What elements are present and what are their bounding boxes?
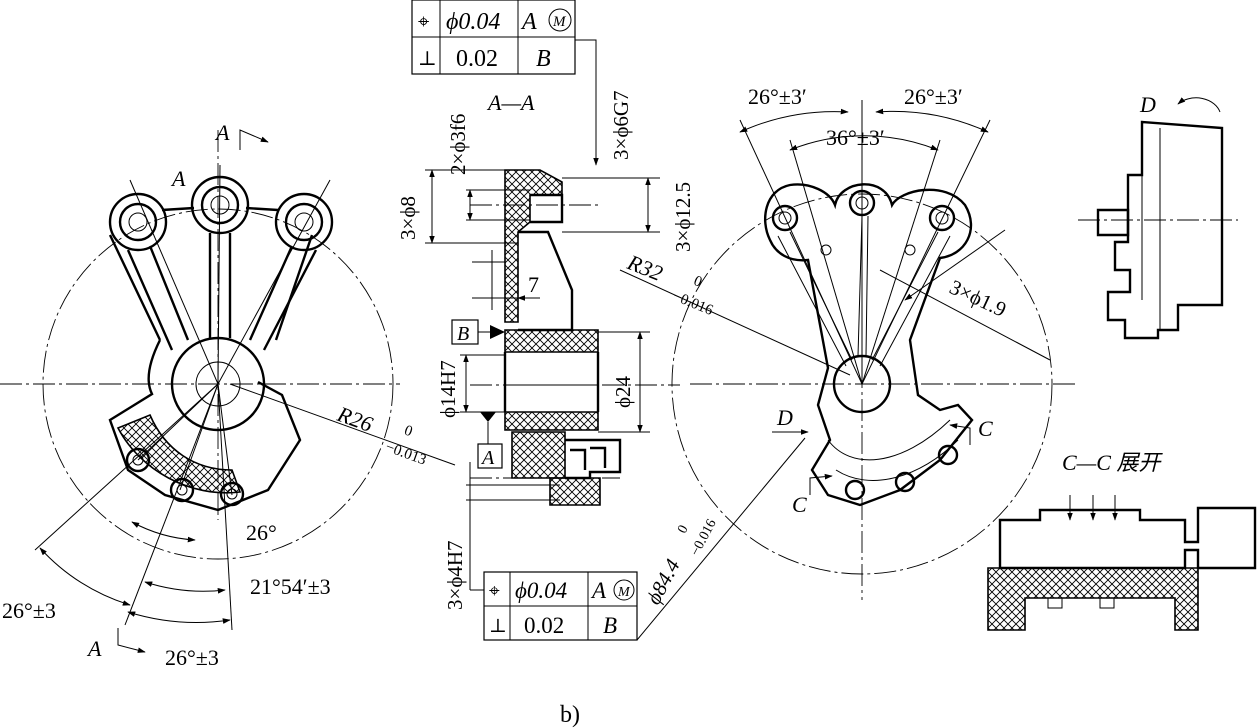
fcf-top-perp-datum: B (536, 46, 551, 72)
section-mark-top: A (214, 120, 230, 145)
fcf-bottom-perp-datum: B (603, 613, 617, 638)
radius-tol-lower: −0.013 (383, 439, 428, 468)
section-mark-c-left: C (792, 492, 807, 517)
fcf-top-position-symbol: ⌖ (418, 11, 429, 33)
fcf-bottom-modifier: M (617, 585, 631, 600)
dim-2x-phi3f6: 2×ϕ3f6 (446, 114, 470, 175)
dim-3x-phi12-5: 3×ϕ12.5 (671, 182, 695, 252)
dim-7: 7 (528, 272, 539, 297)
feature-control-frame-bottom: ⌖ ϕ0.04 A M ⊥ 0.02 B (483, 437, 806, 641)
section-title: A—A (486, 90, 535, 115)
unfold-view-c: C—C 展开 (987, 450, 1257, 631)
fcf-top-position-tol: ϕ0.04 (446, 9, 500, 35)
datum-a-label: A (480, 447, 495, 469)
radius-label: R26 (333, 401, 376, 437)
fcf-top-position-datum: A (520, 9, 537, 35)
fcf-bottom-position-symbol: ⌖ (489, 581, 500, 602)
feature-control-frame-top: ⌖ ϕ0.04 A M ⊥ 0.02 B (411, 0, 599, 166)
unfold-title: C—C 展开 (1062, 450, 1163, 475)
radius-tol-upper: 0 (402, 423, 415, 441)
datum-b-label: B (457, 323, 469, 345)
section-mark-mid: A (170, 166, 186, 191)
fcf-bottom-perp-tol: 0.02 (524, 613, 564, 638)
side-view-mark-d: D (1139, 92, 1156, 117)
fcf-bottom-position-tol: ϕ0.04 (515, 578, 567, 603)
angle-21-54: 21°54′±3 (250, 574, 331, 599)
section-mark-bottom: A (86, 636, 102, 661)
dim-3x-phi1-9: 3×ϕ1.9 (946, 275, 1010, 322)
angle-26-left: 26°±3′ (748, 84, 807, 109)
fcf-top-perp-tol: 0.02 (456, 46, 498, 72)
angle-26: 26° (246, 520, 277, 545)
view-mark-d: D (776, 405, 793, 430)
dim-phi24: ϕ24 (611, 375, 635, 408)
r32-label: R32 (623, 249, 666, 286)
angle-26-right: 26°±3′ (904, 84, 963, 109)
left-view: A A A R26 0 −0.013 26° 21°54′±3 26°±3 26… (0, 120, 456, 670)
phi84-tol-upper: 0 (675, 523, 692, 536)
angle-26-tol-a: 26°±3 (2, 598, 56, 623)
section-mark-c-right: C (978, 416, 993, 441)
dim-3x-phi6g7: 3×ϕ6G7 (609, 90, 633, 160)
dim-3x-phi4h7: 3×ϕ4H7 (443, 540, 467, 610)
angle-26-tol-b: 26°±3 (165, 645, 219, 670)
figure-caption: b) (560, 702, 580, 728)
fcf-top-modifier: M (552, 14, 567, 30)
fcf-bottom-position-datum: A (590, 578, 607, 603)
fcf-bottom-perp-symbol: ⊥ (489, 616, 507, 637)
phi84-tol-lower: −0.016 (688, 517, 720, 559)
right-view: 26°±3′ 26°±3′ 36°±3′ R32 0 −0.016 3×ϕ1.9… (619, 84, 1075, 609)
r32-tol-upper: 0 (691, 273, 704, 291)
dim-3x-phi8: 3×ϕ8 (396, 196, 420, 240)
section-view: A—A (396, 90, 695, 610)
angle-36: 36°±3′ (826, 125, 885, 150)
phi84-label: ϕ84.4 (641, 555, 685, 609)
dim-phi14h7: ϕ14H7 (436, 360, 460, 418)
fcf-top-perp-symbol: ⊥ (418, 48, 437, 70)
side-view-d: D (1078, 92, 1238, 340)
r32-tol-lower: −0.016 (670, 288, 716, 319)
